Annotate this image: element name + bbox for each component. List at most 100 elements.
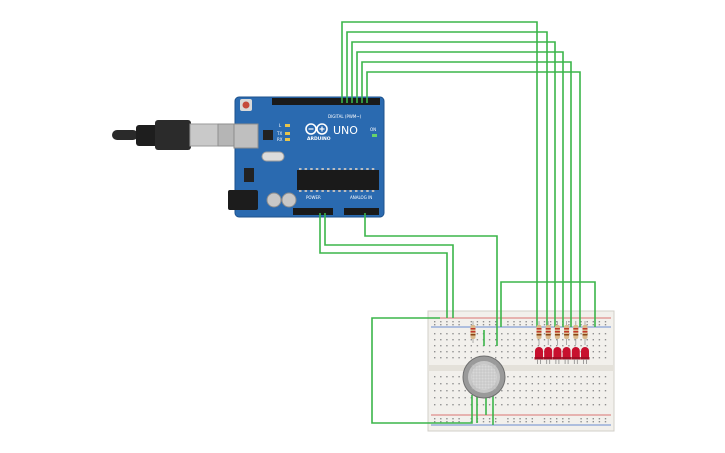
hole — [580, 418, 582, 420]
hole — [586, 421, 588, 423]
hole — [531, 321, 533, 323]
hole — [434, 376, 436, 378]
wire[interactable] — [371, 317, 473, 424]
analog-header[interactable] — [344, 208, 379, 215]
gas-sensor[interactable] — [462, 355, 506, 399]
led-with-resistor[interactable] — [562, 321, 572, 364]
wire[interactable] — [341, 21, 538, 327]
l-led-label: L — [279, 123, 282, 128]
hole — [556, 321, 558, 323]
hole — [464, 390, 466, 392]
hole — [507, 390, 509, 392]
chip-pin — [360, 190, 364, 192]
led-with-resistor[interactable] — [534, 321, 544, 364]
hole — [592, 321, 594, 323]
hole — [519, 404, 521, 406]
hole — [598, 404, 601, 406]
hole — [604, 321, 607, 323]
led-with-resistor[interactable] — [571, 321, 581, 364]
hole — [488, 421, 491, 423]
hole — [549, 321, 552, 323]
hole — [488, 404, 491, 406]
usb-cable[interactable] — [112, 120, 237, 150]
hole — [513, 390, 515, 392]
wire[interactable] — [500, 281, 596, 327]
hole — [562, 376, 564, 378]
digital-header[interactable] — [272, 98, 380, 105]
hole — [525, 321, 527, 323]
chip-pin — [366, 190, 369, 192]
hole — [488, 418, 491, 420]
hole — [446, 376, 448, 378]
wire[interactable] — [324, 213, 454, 318]
led-with-resistor[interactable] — [580, 321, 590, 364]
wires[interactable] — [319, 21, 596, 425]
chip-pin — [315, 190, 319, 192]
chip-pin — [321, 190, 324, 192]
hole — [549, 404, 552, 406]
led-array[interactable] — [534, 321, 590, 364]
hole — [513, 376, 515, 378]
arduino-logo-icon — [305, 123, 328, 135]
hole — [543, 404, 546, 406]
hole — [549, 418, 552, 420]
wire[interactable] — [356, 51, 564, 327]
wire[interactable] — [351, 41, 556, 327]
breadboard[interactable] — [427, 310, 615, 432]
wire[interactable] — [346, 31, 548, 327]
hole — [592, 376, 594, 378]
hole — [531, 339, 533, 341]
hole — [482, 421, 485, 423]
chip-pin — [332, 168, 336, 170]
wire[interactable] — [319, 213, 448, 318]
hole — [604, 418, 607, 420]
wire[interactable] — [366, 71, 581, 327]
hole — [580, 339, 582, 341]
hole — [495, 333, 497, 335]
hole — [476, 321, 479, 323]
hole — [482, 351, 485, 353]
hole — [440, 351, 442, 353]
hole — [592, 357, 594, 359]
hole — [507, 418, 509, 420]
hole — [592, 345, 594, 347]
resistor[interactable] — [470, 321, 476, 343]
hole — [476, 351, 479, 353]
power-header[interactable] — [293, 208, 333, 215]
arduino-uno-board[interactable]: L TX RX ON ARDUINO UNO DIGITAL (PWM~) PO… — [228, 96, 385, 218]
hole — [519, 397, 521, 399]
hole — [549, 376, 552, 378]
hole — [592, 421, 594, 423]
hole — [513, 339, 515, 341]
hole — [458, 351, 460, 353]
hole — [470, 321, 472, 323]
hole — [507, 404, 509, 406]
hole — [531, 376, 533, 378]
hole — [580, 376, 582, 378]
hole — [586, 404, 588, 406]
led-with-resistor[interactable] — [552, 321, 562, 364]
resistor-band — [545, 328, 551, 330]
hole — [604, 324, 607, 326]
hole — [568, 339, 570, 341]
resistor-band — [545, 331, 551, 333]
chip-pin — [338, 168, 341, 170]
hole — [440, 390, 442, 392]
hole — [525, 357, 527, 359]
wire[interactable] — [361, 61, 572, 327]
chip-pin — [371, 168, 375, 170]
hole — [562, 339, 564, 341]
hole — [464, 333, 466, 335]
hole — [440, 357, 442, 359]
model-label: UNO — [333, 124, 358, 137]
led-body — [535, 347, 543, 358]
rx-led — [285, 138, 290, 141]
hole — [452, 339, 454, 341]
hole — [464, 357, 466, 359]
hole — [598, 418, 601, 420]
resistor-band — [536, 328, 542, 330]
wire[interactable] — [364, 213, 498, 346]
led-with-resistor[interactable] — [543, 321, 553, 364]
hole — [549, 390, 552, 392]
resistor-band — [573, 331, 579, 333]
